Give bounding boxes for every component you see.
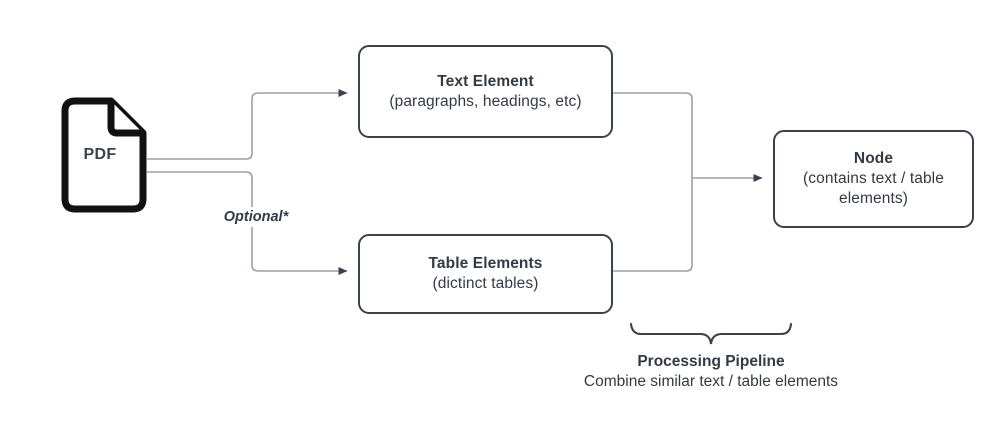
node-node-subtitle-line1: (contains text / table (803, 170, 944, 188)
pdf-icon-label: PDF (83, 146, 117, 163)
processing-pipeline-title: Processing Pipeline (637, 353, 785, 370)
connector-table-elements-to-merge (613, 178, 693, 272)
node-node-subtitle-line2: elements) (839, 189, 908, 207)
pdf-document-icon (61, 97, 147, 213)
processing-pipeline-subtitle: Combine similar text / table elements (583, 373, 839, 391)
connector-text-element-to-merge (613, 92, 693, 178)
node-text-element-subtitle: (paragraphs, headings, etc) (389, 92, 582, 110)
node-node[interactable]: Node (contains text / table elements) (773, 130, 974, 228)
node-table-elements-subtitle: (dictinct tables) (432, 275, 539, 292)
processing-pipeline-brace-icon (629, 322, 793, 345)
processing-pipeline-caption: Processing Pipeline Combine similar text… (511, 352, 911, 392)
connector-pdf-to-text-element (147, 89, 348, 160)
node-text-element-title: Text Element (437, 72, 534, 90)
node-node-title: Node (853, 150, 894, 168)
node-table-elements-title: Table Elements (428, 255, 543, 273)
node-table-elements[interactable]: Table Elements (dictinct tables) (358, 234, 613, 314)
node-text-element[interactable]: Text Element (paragraphs, headings, etc) (358, 45, 613, 138)
edge-label-optional: Optional* (205, 207, 307, 227)
